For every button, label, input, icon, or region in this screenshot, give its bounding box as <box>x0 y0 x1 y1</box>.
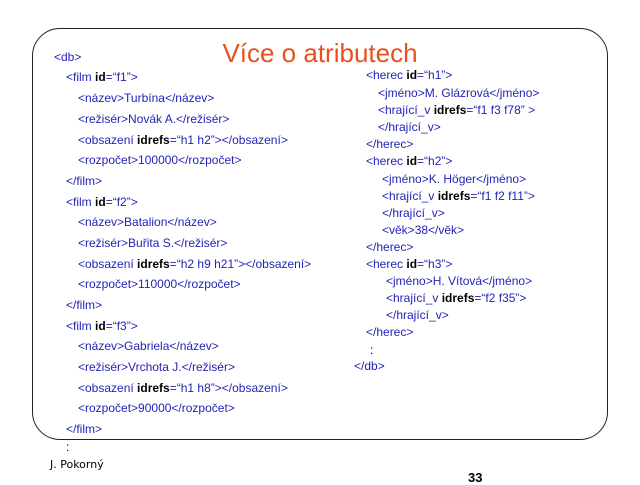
page-number: 33 <box>468 470 483 485</box>
right-code-line: <jméno>H. Vítová</jméno> <box>386 274 533 288</box>
left-code-line: <rozpočet>90000</rozpočet> <box>78 401 235 415</box>
left-code-line: <název>Turbína</název> <box>78 91 215 105</box>
left-code-line: <obsazení idrefs=“h2 h9 h21”></obsazení> <box>78 257 312 271</box>
right-code-line: : <box>370 343 374 357</box>
left-code-line: <režisér>Buřita S.</režisér> <box>78 236 228 250</box>
left-code-line: <db> <box>54 50 82 64</box>
continuation-colon: : <box>66 440 70 454</box>
left-code-line: <rozpočet>110000</rozpočet> <box>78 277 241 291</box>
right-code-line: </hrající_v> <box>382 206 445 220</box>
right-code-line: <herec id=“h3”> <box>366 257 453 271</box>
left-code-line: <obsazení idrefs=“h1 h2”></obsazení> <box>78 133 288 147</box>
right-code-line: </herec> <box>366 137 414 151</box>
author-footer: J. Pokorný <box>50 458 104 471</box>
left-code-line: <film id=“f2”> <box>66 195 138 209</box>
right-code-line: <jméno>K. Höger</jméno> <box>382 172 527 186</box>
right-code-line: </herec> <box>366 325 414 339</box>
right-code-line: </herec> <box>366 240 414 254</box>
right-code-line: <hrající_v idrefs=“f1 f3 f78” > <box>378 103 536 117</box>
slide-title: Více o atributech <box>222 38 418 68</box>
right-code-line: </db> <box>354 359 385 373</box>
left-code-line: <film id=“f1”> <box>66 70 138 84</box>
left-code-line: </film> <box>66 174 103 188</box>
right-code-line: </hrající_v> <box>386 308 449 322</box>
right-code-line: <jméno>M. Glázrová</jméno> <box>378 86 540 100</box>
left-code-line: <obsazení idrefs=“h1 h8”></obsazení> <box>78 381 288 395</box>
left-code-line: <název>Gabriela</název> <box>78 339 219 353</box>
left-code-line: <rozpočet>100000</rozpočet> <box>78 153 242 167</box>
right-code-line: </hrající_v> <box>378 120 441 134</box>
left-code-line: <film id=“f3”> <box>66 319 138 333</box>
left-code-line: </film> <box>66 298 103 312</box>
left-code-line: <režisér>Vrchota J.</režisér> <box>78 360 235 374</box>
left-code-line: <název>Batalion</název> <box>78 215 217 229</box>
left-code-line: </film> <box>66 422 103 436</box>
right-code-line: <herec id=“h1”> <box>366 68 453 82</box>
right-code-line: <herec id=“h2”> <box>366 154 453 168</box>
right-code-line: <věk>38</věk> <box>382 223 465 237</box>
left-code-line: <režisér>Novák A.</režisér> <box>78 112 230 126</box>
slide-frame <box>32 28 608 440</box>
right-code-line: <hrající_v idrefs=“f2 f35”> <box>386 291 527 305</box>
right-code-line: <hrající_v idrefs=“f1 f2 f11”> <box>382 189 535 203</box>
